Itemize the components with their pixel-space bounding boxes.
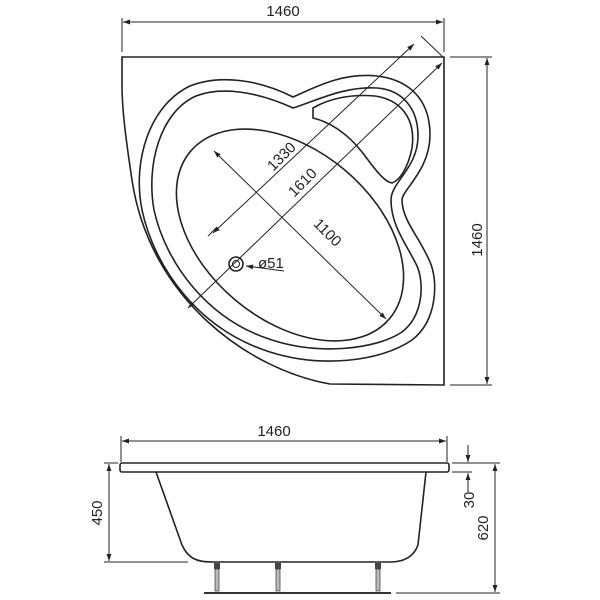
- leg: [275, 563, 281, 592]
- basin-height-label: 450: [89, 500, 106, 525]
- extension-line: [207, 227, 217, 237]
- diagonal-1100-label: 1100: [310, 215, 345, 250]
- top-depth-label: 1460: [469, 223, 486, 256]
- leg: [375, 563, 381, 592]
- tub-outline: [121, 56, 445, 386]
- top-width-label: 1460: [266, 3, 299, 20]
- rim-inner-edge: [151, 87, 422, 350]
- top-view: 1460 1460 ø51 1330 1610 1100: [121, 3, 492, 386]
- drain-diameter-label: ø51: [258, 255, 284, 272]
- support-legs: [214, 563, 381, 592]
- extension-line: [420, 35, 445, 59]
- side-width-label: 1460: [257, 423, 290, 440]
- drain-icon: [228, 256, 244, 272]
- total-height-label: 620: [475, 515, 492, 540]
- tub-body: [155, 471, 427, 563]
- rim-thickness-label: 30: [461, 492, 478, 509]
- diagonal-1610-label: 1610: [285, 165, 321, 201]
- basin-floor-ellipse: [175, 128, 405, 342]
- tub-rim: [119, 462, 450, 473]
- dimension-line-1100: [213, 150, 387, 320]
- dimension-line-1330: [212, 43, 415, 234]
- side-view: 1460 450 30 620: [89, 423, 500, 594]
- leg: [214, 563, 220, 592]
